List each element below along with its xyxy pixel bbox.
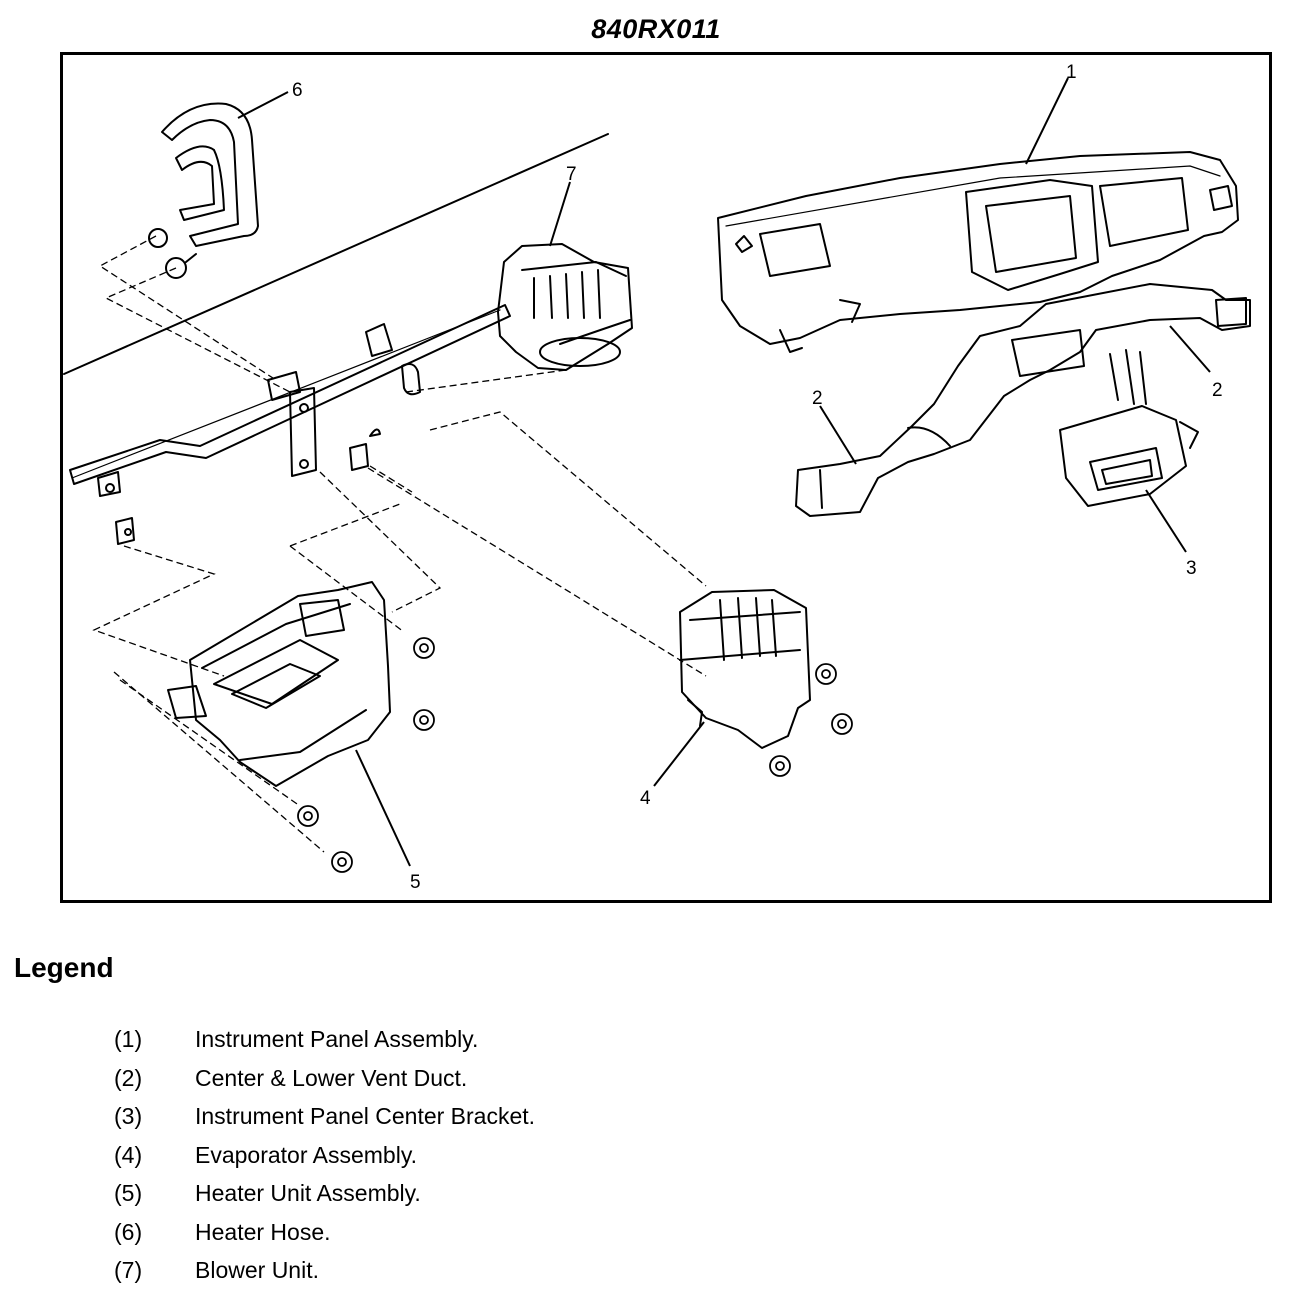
diagram-frame [60,52,1272,903]
legend-list: (1) Instrument Panel Assembly. (2) Center … [114,1020,535,1290]
bracket-small [349,443,369,471]
exploded-view-drawing: 1 2 2 3 4 5 6 7 [63,62,1251,893]
vent-duct-drawing [795,283,1251,517]
callout-3: 3 [1186,558,1197,579]
legend-number: (3) [114,1103,143,1129]
bracket-left [115,517,135,545]
legend-number: (6) [114,1218,143,1245]
legend-number: (4) [114,1141,143,1168]
callout-1: 1 [1066,62,1077,83]
clip-small [369,428,381,437]
callout-5: 5 [410,872,421,893]
instrument-panel-drawing [717,151,1239,353]
legend-item: (7) Blower Unit. [114,1251,535,1290]
callout-2-left: 2 [812,388,823,409]
legend-item: (1) Instrument Panel Assembly. [114,1020,535,1059]
callout-7: 7 [566,164,577,185]
legend-text: Center & Lower Vent Duct. [195,1064,468,1091]
heater-hose-drawing [148,102,259,279]
legend-heading: Legend [14,952,114,983]
callout-leaders [237,77,1211,867]
legend-text: Heater Hose. [195,1218,331,1245]
heater-unit-drawing [167,581,391,787]
blower-unit-drawing [497,243,633,371]
legend-item: (3) Instrument Panel Center Bracket. [114,1097,535,1136]
evaporator-drawing [679,589,811,749]
cross-car-beam [69,304,511,497]
body-reference-line [63,133,609,375]
callout-4: 4 [640,788,651,809]
mounting-nuts [297,637,853,873]
legend-number: (1) [114,1026,143,1052]
legend-text: Instrument Panel Center Bracket. [195,1103,536,1129]
legend-item: (2) Center & Lower Vent Duct. [114,1059,535,1098]
legend-item: (4) Evaporator Assembly. [114,1136,535,1175]
legend-number: (2) [114,1064,143,1091]
diagram-title: 840RX011 [591,14,721,44]
callout-6: 6 [292,80,303,101]
center-bracket-drawing [1059,349,1199,507]
legend-number: (5) [114,1180,143,1206]
legend-number: (7) [114,1257,143,1283]
callout-2-right: 2 [1212,380,1223,401]
legend-text: Blower Unit. [195,1257,319,1283]
legend-item: (6) Heater Hose. [114,1213,535,1252]
legend-item: (5) Heater Unit Assembly. [114,1174,535,1213]
alignment-lines [92,235,707,853]
legend-text: Instrument Panel Assembly. [195,1026,479,1052]
legend-text: Heater Unit Assembly. [195,1180,421,1206]
legend-text: Evaporator Assembly. [195,1141,418,1168]
